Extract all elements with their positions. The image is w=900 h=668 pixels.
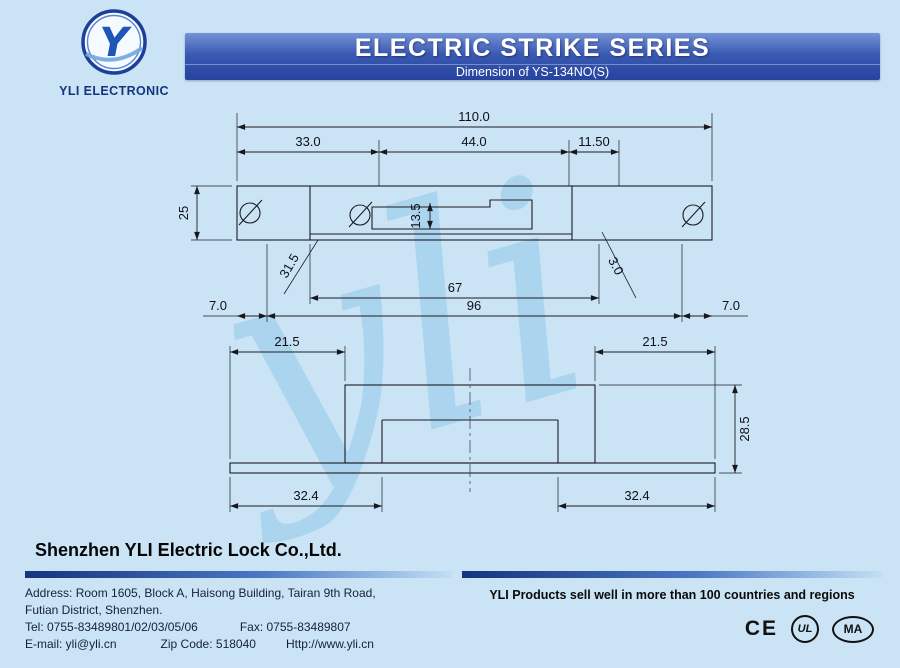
dim-keeper-height: 13.5 (408, 203, 423, 228)
website[interactable]: Http://www.yli.cn (285, 637, 374, 651)
address-line-1: Address: Room 1605, Block A, Haisong Bui… (25, 586, 376, 600)
contact-info-block: Address: Room 1605, Block A, Haisong Bui… (25, 571, 453, 653)
series-banner: ELECTRIC STRIKE SERIES Dimension of YS-1… (185, 33, 880, 80)
extension-lines-top (191, 113, 748, 322)
dimension-lines-top (194, 124, 712, 319)
dimension-lines-side (230, 349, 738, 509)
side-view-dimensions: 21.5 21.5 28.5 32.4 32.4 (274, 334, 752, 503)
slogan-text: YLI Products sell well in more than 100 … (489, 588, 855, 602)
zip-code: Zip Code: 518040 (160, 637, 256, 651)
dim-hole-span: 96 (467, 298, 481, 313)
ma-mark-icon: MA (832, 615, 874, 643)
dim-base-left: 32.4 (293, 488, 318, 503)
dim-flange-right: 21.5 (642, 334, 667, 349)
ce-mark-icon: CE (744, 617, 778, 640)
dim-base-right: 32.4 (624, 488, 649, 503)
dim-plate-height: 25 (176, 206, 191, 220)
dim-thickness: 3.0 (605, 254, 627, 277)
dim-edge-right: 7.0 (722, 298, 740, 313)
ul-mark-icon: UL (791, 615, 819, 643)
dim-body-width: 67 (448, 280, 462, 295)
dim-seg-mid: 44.0 (461, 134, 486, 149)
address-line-2: Futian District, Shenzhen. (25, 603, 163, 617)
divider-bar-right (462, 571, 882, 578)
tel: Tel: 0755-83489801/02/03/05/06 (25, 620, 198, 634)
certification-marks: CE UL MA (462, 615, 882, 643)
company-name: Shenzhen YLI Electric Lock Co.,Ltd. (35, 540, 342, 560)
top-view-outline (236, 185, 713, 241)
banner-title: ELECTRIC STRIKE SERIES (354, 34, 711, 62)
dim-total-width: 110.0 (458, 109, 490, 124)
dim-seg-left: 33.0 (295, 134, 320, 149)
dim-seg-right: 11.50 (578, 134, 610, 149)
leader-lines (283, 231, 637, 299)
dim-flange-left: 21.5 (274, 334, 299, 349)
yli-logo: Y YLI ELECTRONIC (52, 6, 176, 98)
logo-company-name: YLI ELECTRONIC (59, 84, 169, 98)
fax: Fax: 0755-83489807 (239, 620, 351, 634)
logo-monogram: Y (100, 20, 133, 66)
divider-bar-left (25, 571, 453, 578)
banner-subtitle: Dimension of YS-134NO(S) (185, 64, 880, 80)
dim-side-height: 28.5 (737, 416, 752, 441)
yli-logo-mark: Y (81, 9, 147, 75)
dim-edge-left: 7.0 (209, 298, 227, 313)
slogan-block: YLI Products sell well in more than 100 … (462, 571, 882, 643)
watermark-script: yli (166, 113, 623, 552)
email: E-mail: yli@yli.cn (25, 637, 117, 651)
